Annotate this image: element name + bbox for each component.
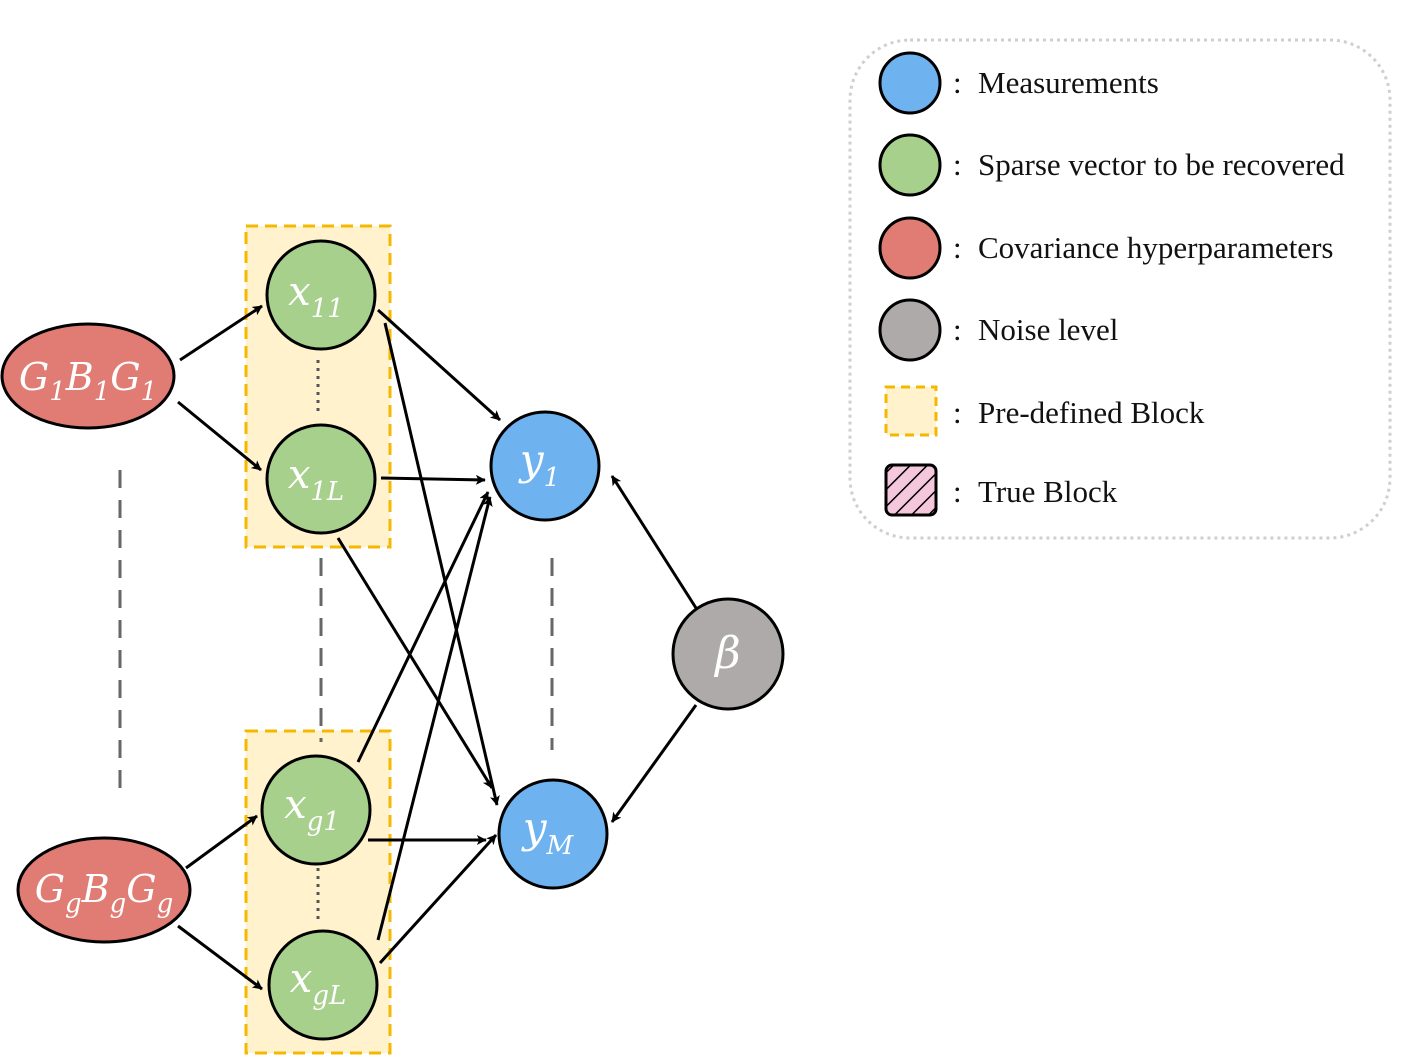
gray-circle-icon	[878, 298, 942, 362]
Gg-sub-2: g	[110, 889, 127, 919]
G1-sub-1: 1	[49, 377, 66, 407]
svg-text:GgBgGg: GgBgGg	[35, 867, 174, 919]
svg-text:β: β	[713, 628, 740, 679]
legend-colon-6: :	[953, 474, 962, 509]
edge-x11-yM	[383, 322, 500, 806]
node-xg1: xg1	[260, 754, 372, 866]
legend-label-true-block: True Block	[978, 474, 1118, 509]
svg-text:yM: yM	[521, 803, 575, 861]
legend: : Measurements : Sparse vector to be rec…	[848, 38, 1392, 540]
edge-xgL-y1	[376, 496, 493, 941]
svg-text:G1B1G1: G1B1G1	[19, 355, 157, 407]
legend-label-sparse: Sparse vector to be recovered	[978, 147, 1345, 182]
node-yM: yM	[497, 778, 609, 890]
legend-colon-3: :	[953, 230, 962, 265]
edge-x11-y1	[376, 308, 502, 422]
edge-G1-x11	[179, 304, 263, 362]
node-x1L: x1L	[265, 423, 377, 535]
edge-x1L-y1	[380, 474, 486, 485]
svg-text:xg1: xg1	[284, 782, 340, 837]
Gg-sub-3: g	[157, 889, 174, 919]
Gg-G2-label: G	[126, 867, 156, 911]
svg-text:x11: x11	[288, 269, 344, 324]
G1-sub-2: 1	[94, 377, 111, 407]
edge-x1L-yM	[336, 537, 494, 789]
green-circle-icon	[878, 133, 942, 197]
legend-colon-5: :	[953, 395, 962, 430]
G1-B-label: B	[65, 355, 94, 399]
G1-sub-3: 1	[141, 377, 158, 407]
edge-beta-y1	[610, 475, 698, 609]
G1-G-label: G	[19, 355, 49, 399]
legend-label-covariance: Covariance hyperparameters	[978, 230, 1333, 265]
Gg-sub-1: g	[65, 889, 82, 919]
legend-colon-2: :	[953, 147, 962, 182]
legend-label-noise: Noise level	[978, 312, 1118, 347]
edge-Gg-xg1	[185, 814, 258, 870]
node-G1B1G1: G1B1G1	[0, 322, 176, 430]
legend-label-measurements: Measurements	[978, 65, 1159, 100]
edge-G1-x1L	[177, 400, 262, 472]
node-x11: x11	[265, 239, 377, 351]
edge-xgL-yM	[378, 833, 498, 965]
node-GgBgGg: GgBgGg	[16, 836, 192, 944]
Gg-B-label: B	[81, 867, 110, 911]
blue-circle-icon	[878, 51, 942, 115]
Gg-G-label: G	[35, 867, 65, 911]
hatched-block-icon	[884, 463, 938, 517]
legend-border	[848, 38, 1392, 540]
node-beta: β	[671, 597, 785, 711]
svg-text:xgL: xgL	[290, 956, 346, 1011]
legend-label-predefined: Pre-defined Block	[978, 395, 1205, 430]
G1-G2-label: G	[110, 355, 140, 399]
edge-xg1-y1	[356, 491, 490, 763]
dashed-block-icon	[884, 385, 938, 437]
red-circle-icon	[878, 216, 942, 280]
legend-colon-1: :	[953, 65, 962, 100]
svg-text:x1L: x1L	[288, 452, 344, 507]
node-y1: y1	[489, 410, 601, 522]
edge-Gg-xgL	[177, 924, 263, 991]
svg-text:y1: y1	[518, 435, 560, 493]
legend-colon-4: :	[953, 312, 962, 347]
edge-beta-yM	[610, 704, 698, 823]
node-xgL: xgL	[267, 929, 379, 1041]
